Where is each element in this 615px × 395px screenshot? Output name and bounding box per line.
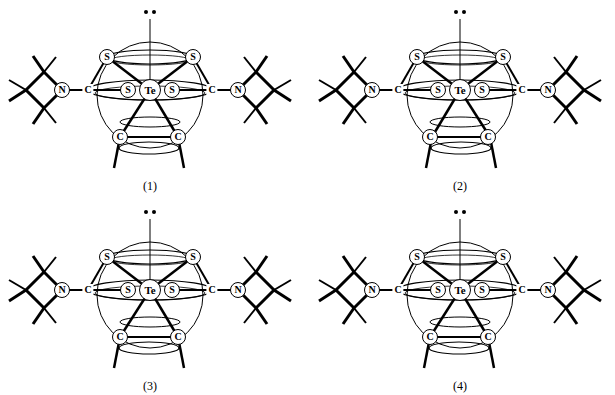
nitrogen-atom: N bbox=[540, 82, 556, 98]
structure-number: (3) bbox=[143, 380, 157, 392]
sulfur-atom: S bbox=[474, 282, 490, 298]
sulfur-atom: S bbox=[474, 82, 490, 98]
carbon-atom: C bbox=[112, 129, 128, 145]
carbon-atom: C bbox=[82, 84, 93, 96]
carbon-atom: C bbox=[392, 84, 403, 96]
carbon-atom: C bbox=[392, 284, 403, 296]
carbon-atom: C bbox=[422, 129, 438, 145]
sulfur-atom: S bbox=[120, 282, 136, 298]
nitrogen-atom: N bbox=[230, 282, 246, 298]
carbon-atom: C bbox=[480, 129, 496, 145]
tellurium-atom: Te bbox=[449, 279, 471, 301]
carbon-atom: C bbox=[112, 329, 128, 345]
carbon-atom: C bbox=[206, 284, 217, 296]
nitrogen-atom: N bbox=[54, 82, 70, 98]
sulfur-atom: S bbox=[409, 249, 425, 265]
sulfur-atom: S bbox=[409, 49, 425, 65]
carbon-atom: C bbox=[206, 84, 217, 96]
sulfur-atom: S bbox=[99, 49, 115, 65]
carbon-atom: C bbox=[422, 329, 438, 345]
nitrogen-atom: N bbox=[54, 282, 70, 298]
tellurium-atom: Te bbox=[139, 279, 161, 301]
structure-number: (4) bbox=[453, 380, 467, 392]
sulfur-atom: S bbox=[120, 82, 136, 98]
structure-number: (1) bbox=[143, 180, 157, 192]
nitrogen-atom: N bbox=[364, 282, 380, 298]
sulfur-atom: S bbox=[495, 49, 511, 65]
carbon-atom: C bbox=[170, 329, 186, 345]
carbon-atom: C bbox=[170, 129, 186, 145]
structure-number: (2) bbox=[453, 180, 467, 192]
sulfur-atom: S bbox=[495, 249, 511, 265]
sulfur-atom: S bbox=[164, 282, 180, 298]
carbon-atom: C bbox=[82, 284, 93, 296]
carbon-atom: C bbox=[480, 329, 496, 345]
sulfur-atom: S bbox=[430, 282, 446, 298]
sulfur-atom: S bbox=[185, 249, 201, 265]
nitrogen-atom: N bbox=[540, 282, 556, 298]
sulfur-atom: S bbox=[99, 249, 115, 265]
nitrogen-atom: N bbox=[230, 82, 246, 98]
carbon-atom: C bbox=[516, 84, 527, 96]
carbon-atom: C bbox=[516, 284, 527, 296]
tellurium-atom: Te bbox=[449, 79, 471, 101]
sulfur-atom: S bbox=[164, 82, 180, 98]
tellurium-atom: Te bbox=[139, 79, 161, 101]
sulfur-atom: S bbox=[430, 82, 446, 98]
sulfur-atom: S bbox=[185, 49, 201, 65]
nitrogen-atom: N bbox=[364, 82, 380, 98]
